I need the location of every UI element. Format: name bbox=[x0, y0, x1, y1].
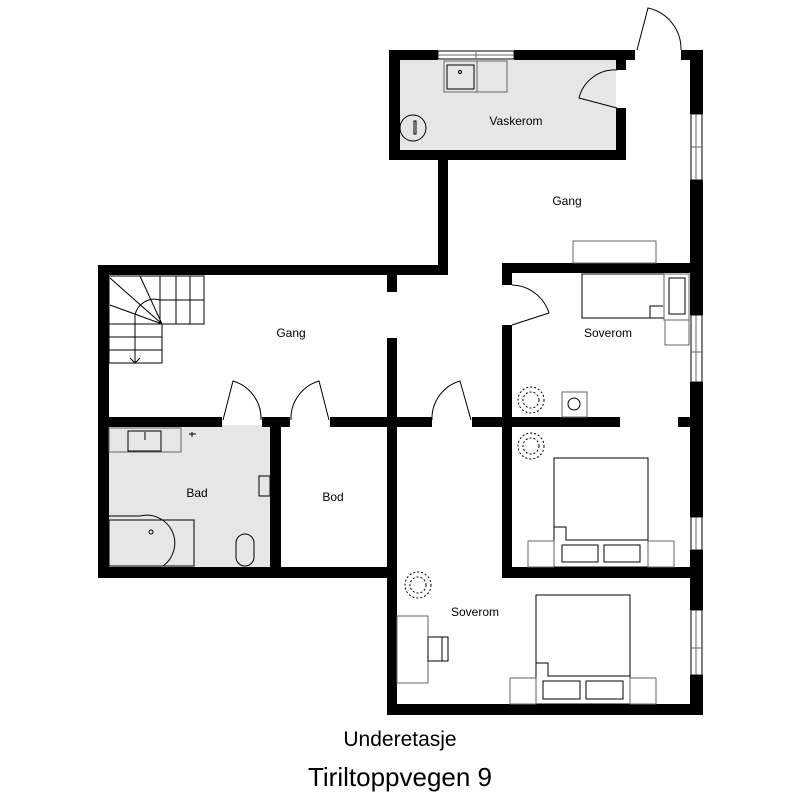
bed bbox=[553, 457, 649, 568]
windows bbox=[437, 50, 703, 676]
doors bbox=[222, 7, 682, 421]
walls bbox=[98, 50, 703, 715]
bed-2 bbox=[535, 594, 631, 705]
staircase bbox=[108, 275, 205, 364]
room-label-vaskerom: Vaskerom bbox=[489, 114, 542, 128]
vaskerom-floor bbox=[400, 60, 616, 150]
fixtures bbox=[108, 60, 690, 705]
entrance-door bbox=[636, 7, 682, 51]
room-label-gang-upper: Gang bbox=[552, 194, 581, 208]
bod-door bbox=[290, 380, 330, 421]
room-label-bad: Bad bbox=[186, 486, 207, 500]
bad-floor bbox=[108, 425, 270, 567]
address-title: Tiriltoppvegen 9 bbox=[307, 762, 493, 792]
vaskerom-door bbox=[578, 69, 618, 109]
room-label-soverom-1: Soverom bbox=[584, 326, 632, 340]
soverom-2-door bbox=[431, 380, 472, 421]
room-label-gang-main: Gang bbox=[276, 326, 305, 340]
bad-door bbox=[222, 380, 262, 421]
room-label-soverom-2: Soverom bbox=[451, 605, 499, 619]
plant-icons bbox=[404, 386, 545, 599]
floor-name: Underetasje bbox=[343, 728, 457, 751]
room-label-bod: Bod bbox=[322, 490, 343, 504]
water-heater bbox=[399, 114, 427, 142]
soverom-1-door bbox=[511, 284, 550, 326]
room-labels: Vaskerom Gang Gang Soverom Bad Bod Sover… bbox=[186, 114, 632, 619]
